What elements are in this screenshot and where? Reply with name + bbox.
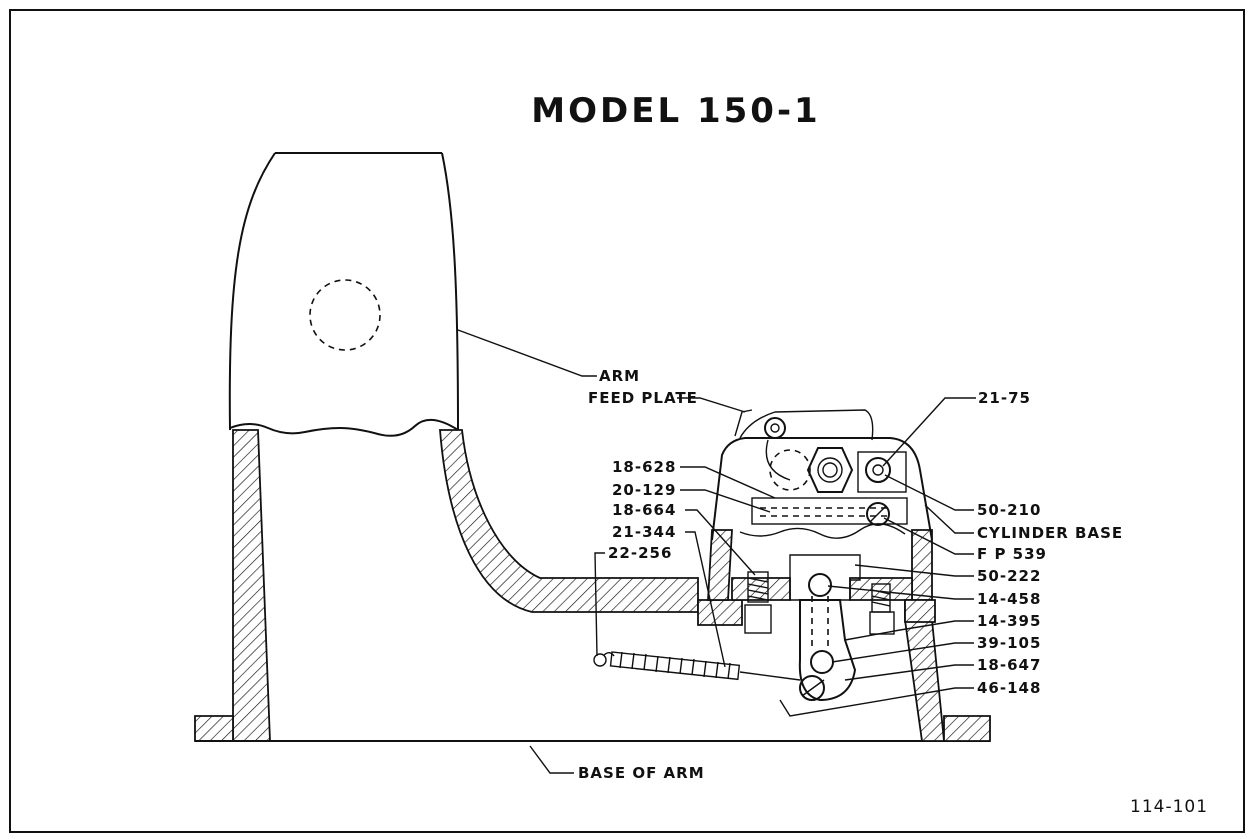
label-feed-plate: FEED PLATE [588, 389, 698, 407]
label-46-148: 46-148 [977, 679, 1041, 697]
label-14-458: 14-458 [977, 590, 1041, 608]
label-50-222: 50-222 [977, 567, 1041, 585]
slide-block-50-222 [789, 554, 861, 601]
screw-46-148-icon [799, 675, 825, 701]
label-50-210: 50-210 [977, 501, 1041, 519]
leader-lines [457, 329, 976, 774]
label-20-129: 20-129 [612, 481, 676, 499]
label-fp539: F P 539 [977, 545, 1047, 563]
label-18-664: 18-664 [612, 501, 676, 519]
tension-spring-22-256-icon [593, 651, 801, 681]
label-18-647: 18-647 [977, 656, 1041, 674]
feed-plate-tip [734, 409, 753, 437]
lever-curve [765, 439, 791, 481]
cylinder-upper-left-wall [707, 529, 733, 601]
label-cylinder-base: CYLINDER BASE [977, 524, 1123, 542]
right-boss [857, 451, 907, 493]
figure-number: 114-101 [1130, 797, 1208, 817]
label-14-395: 14-395 [977, 612, 1041, 630]
drawing-border [9, 9, 1245, 833]
arm-step-section [697, 599, 743, 626]
cylinder-right-foot-section [943, 715, 991, 742]
label-arm: ARM [599, 367, 640, 385]
drawing-title: MODEL 150-1 [531, 91, 820, 131]
arm-left-wall-section [232, 429, 271, 742]
spring-18-664-icon [744, 571, 772, 634]
screw-fp539-icon [866, 502, 890, 526]
label-21-344: 21-344 [612, 523, 676, 541]
label-22-256: 22-256 [608, 544, 672, 562]
label-18-628: 18-628 [612, 458, 676, 476]
feed-plate-outline [739, 409, 874, 441]
cylinder-head-outline [711, 437, 933, 541]
feed-plate-screw-icon [764, 417, 786, 439]
arm-outline [228, 152, 459, 437]
arm-left-foot-section [194, 715, 234, 742]
label-21-75: 21-75 [978, 389, 1031, 407]
label-39-105: 39-105 [977, 634, 1041, 652]
pin-14-395-icon [810, 650, 834, 674]
hidden-circle-left [769, 449, 811, 491]
cylinder-step-right [904, 599, 936, 623]
label-base-of-arm: BASE OF ARM [578, 764, 705, 782]
bar-20-129 [751, 497, 908, 525]
lever-39-105 [798, 599, 857, 702]
screw-21-75-icon [865, 457, 891, 483]
hex-nut-icon [806, 447, 854, 493]
pin-14-458-icon [808, 573, 832, 597]
arm-bore-hidden-circle [309, 279, 381, 351]
